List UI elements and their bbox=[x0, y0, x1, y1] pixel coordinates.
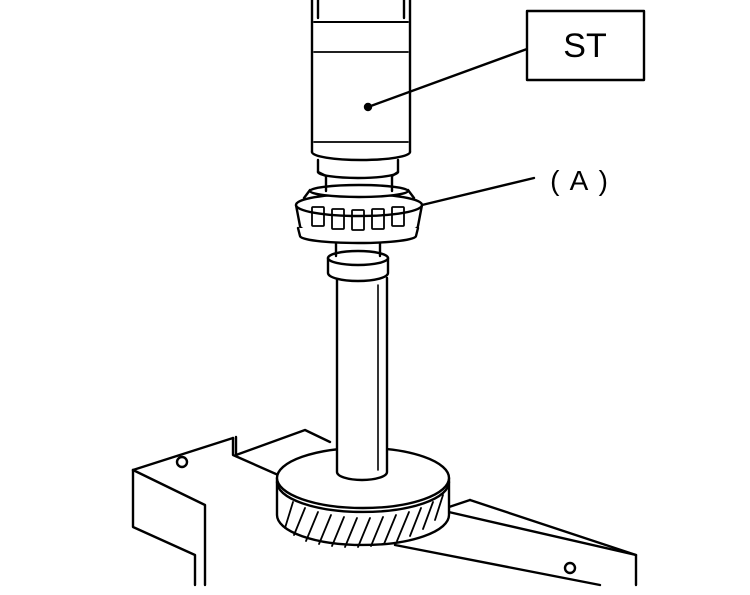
base-plate-right bbox=[393, 498, 638, 587]
st-callout-box bbox=[525, 9, 646, 82]
gear-teeth bbox=[284, 494, 444, 548]
base-plate-left bbox=[131, 428, 332, 587]
bolt-hole bbox=[563, 561, 577, 575]
special-tool bbox=[310, 0, 412, 193]
bearing-rollers bbox=[311, 206, 405, 231]
part-a-label: ( A ) bbox=[550, 165, 610, 196]
st-label: ST bbox=[563, 27, 606, 65]
shaft bbox=[326, 238, 390, 482]
leader-line-a bbox=[420, 176, 536, 207]
bolt-hole bbox=[175, 455, 189, 469]
bearing-a bbox=[294, 183, 424, 245]
leader-line-st bbox=[366, 47, 529, 109]
